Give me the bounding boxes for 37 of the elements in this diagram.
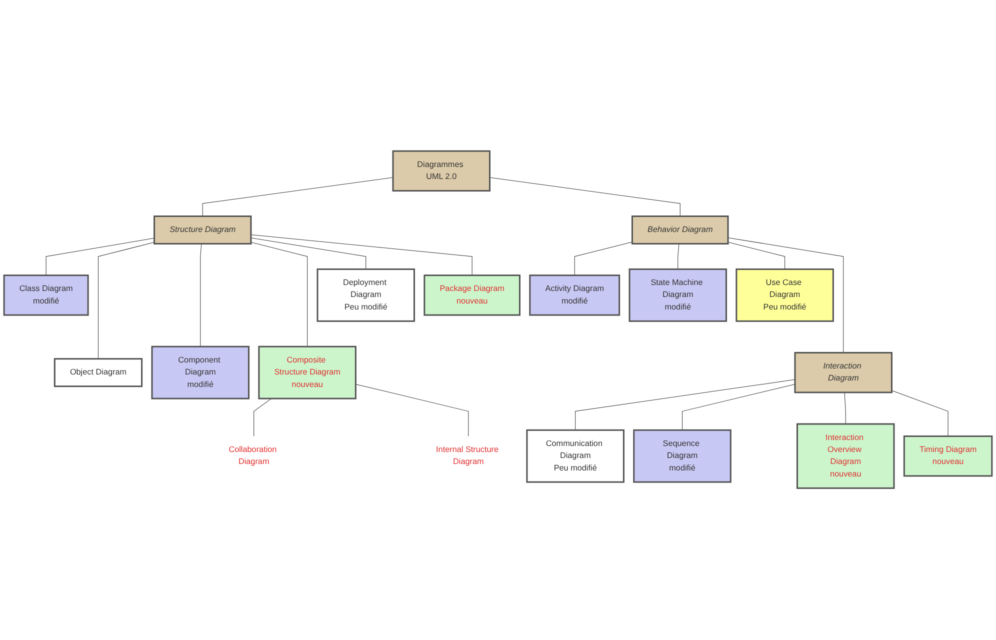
- node-box: Object Diagram: [54, 358, 143, 388]
- connector: [250, 242, 308, 348]
- connector: [250, 234, 472, 276]
- node-box: Behavior Diagram: [631, 216, 729, 245]
- node-box: Diagrammes UML 2.0: [392, 150, 491, 192]
- connector: [46, 238, 155, 276]
- node-box: Component Diagram modifié: [151, 346, 250, 400]
- connector: [250, 238, 366, 270]
- connector: [575, 380, 796, 431]
- node-box: Interaction Overview Diagram nouveau: [796, 424, 895, 490]
- connector: [254, 398, 272, 437]
- connector: [202, 178, 394, 217]
- node-box: Use Case Diagram Peu modifié: [736, 268, 834, 322]
- connector: [574, 242, 632, 276]
- connector: [355, 384, 469, 437]
- connector: [844, 392, 846, 425]
- connector: [728, 242, 786, 270]
- connector: [678, 244, 680, 270]
- node-box: Timing Diagram nouveau: [903, 436, 993, 478]
- connector: [98, 242, 155, 360]
- node-box: Class Diagram modifié: [3, 274, 89, 316]
- connector: [200, 244, 202, 348]
- node-box: State Machine Diagram modifié: [628, 268, 728, 322]
- connector: [490, 178, 680, 217]
- connector: [891, 390, 948, 437]
- node-box: Package Diagram nouveau: [424, 274, 520, 316]
- node-box: Interaction Diagram: [794, 352, 892, 394]
- node-box: Deployment Diagram Peu modifié: [316, 268, 415, 322]
- node-box: Structure Diagram: [154, 216, 252, 245]
- node-text: Collaboration Diagram: [228, 446, 277, 467]
- connector: [682, 384, 796, 431]
- node-box: Communication Diagram Peu modifié: [526, 430, 624, 484]
- connector: [728, 238, 844, 354]
- node-box: Sequence Diagram modifié: [633, 430, 732, 484]
- node-text: Internal Structure Diagram: [436, 446, 499, 467]
- node-box: Composite Structure Diagram nouveau: [258, 346, 356, 400]
- node-box: Activity Diagram modifié: [529, 274, 620, 316]
